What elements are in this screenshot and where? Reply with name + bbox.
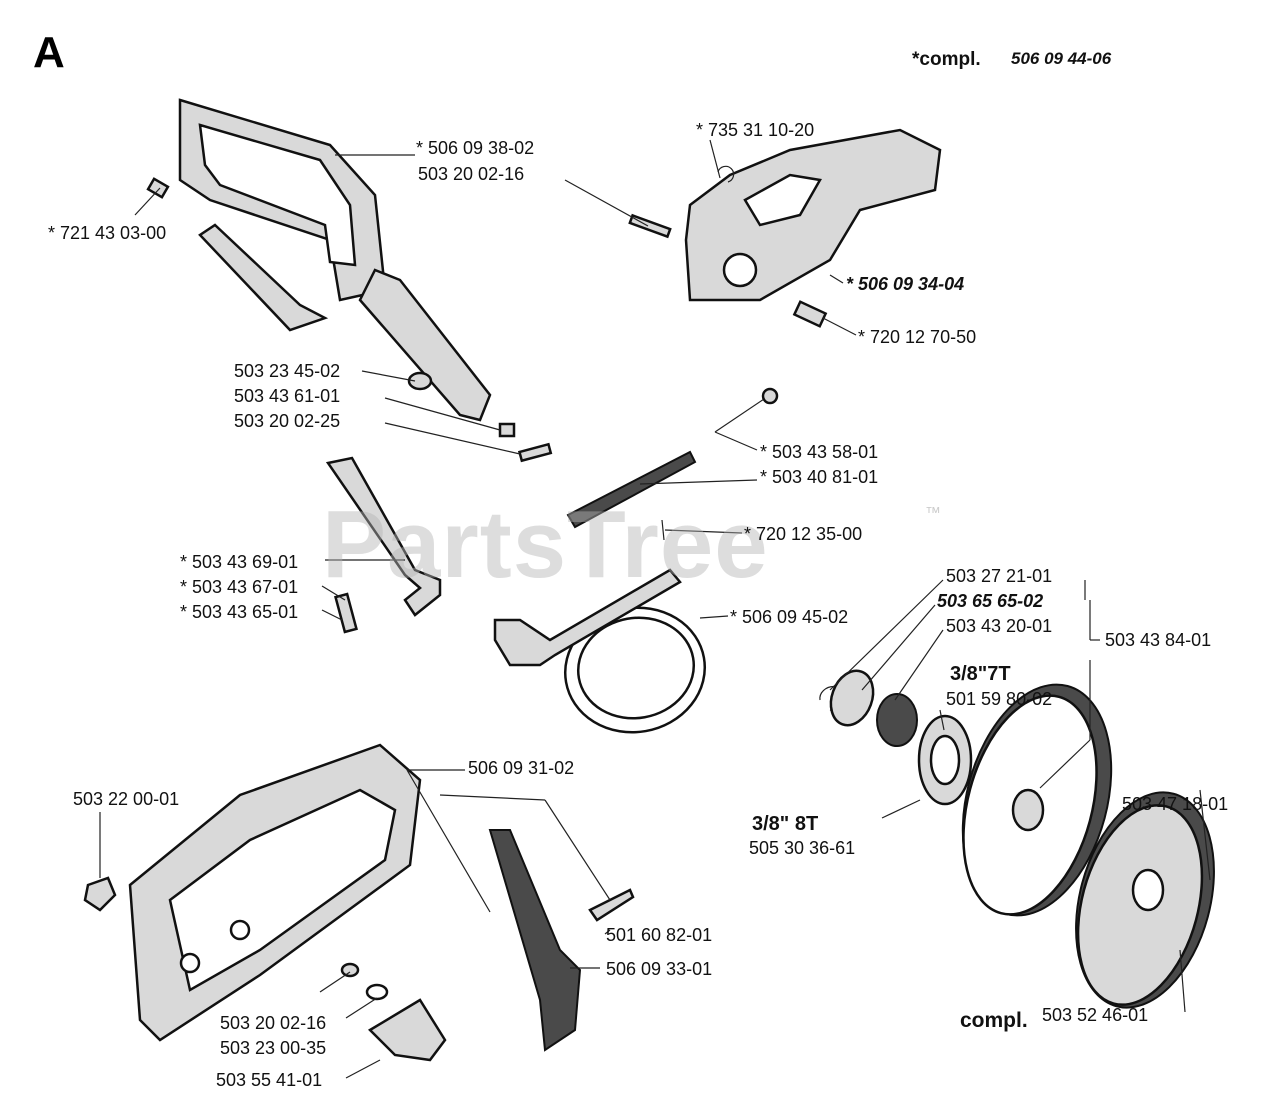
part-label: 503 55 41-01 (216, 1070, 323, 1090)
chain-guide-part (340, 829, 635, 1062)
header-assembly-number: 506 09 44-06 (1011, 49, 1112, 68)
part-label: * 506 09 38-02 (416, 138, 535, 158)
part-label: 503 23 45-02 (234, 361, 341, 381)
part-label: 503 47 18-01 (1122, 794, 1229, 814)
part-label: * 721 43 03-00 (48, 223, 167, 243)
brake-band-part (493, 568, 707, 734)
part-label: * 720 12 70-50 (858, 327, 977, 347)
part-label: 506 09 31-02 (468, 758, 575, 778)
brake-housing-part (628, 128, 942, 328)
part-label: * 720 12 35-00 (744, 524, 863, 544)
spring-pin-parts (566, 387, 779, 541)
sprocket-size-label: 3/8" 8T (752, 813, 819, 835)
part-label: 503 20 02-16 (220, 1013, 327, 1033)
hand-guard-part (146, 98, 492, 422)
part-label: 503 23 00-35 (220, 1038, 327, 1058)
section-letter: A (33, 28, 65, 77)
part-label: 501 59 80-02 (946, 689, 1053, 709)
part-label: * 503 43 69-01 (180, 552, 299, 572)
part-label: 503 22 00-01 (73, 789, 180, 809)
part-label: 505 30 36-61 (749, 838, 856, 858)
part-label: * 503 43 67-01 (180, 577, 299, 597)
part-label: 501 60 82-01 (606, 925, 713, 945)
complete-assembly-prefix: compl. (960, 1009, 1028, 1032)
part-label: 503 20 02-16 (418, 164, 525, 184)
clutch-cover-part (83, 743, 422, 1042)
part-label: 506 09 33-01 (606, 959, 713, 979)
header-prefix: *compl. (912, 49, 981, 70)
part-label: 503 20 02-25 (234, 411, 341, 431)
sprocket-size-label: 3/8"7T (950, 663, 1011, 685)
leader-lines (99, 139, 1211, 1079)
clutch-drum-part (961, 683, 1215, 1009)
part-label: * 503 43 65-01 (180, 602, 299, 622)
part-label: * 503 43 58-01 (760, 442, 879, 462)
trademark-symbol: ™ (925, 505, 941, 522)
part-label: * 506 09 34-04 (846, 274, 965, 294)
part-label: * 735 31 10-20 (696, 120, 815, 140)
watermark-text: PartsTree (322, 491, 769, 598)
part-label: 503 43 61-01 (234, 386, 341, 406)
brake-lever-part (325, 456, 442, 634)
part-label: 503 65 65-02 (937, 591, 1044, 611)
part-label: * 503 40 81-01 (760, 467, 879, 487)
part-label: * 506 09 45-02 (730, 607, 849, 627)
part-label: 503 43 84-01 (1105, 630, 1212, 650)
part-label: 503 43 20-01 (946, 616, 1053, 636)
part-label: 503 52 46-01 (1042, 1005, 1149, 1025)
part-label: 503 27 21-01 (946, 566, 1053, 586)
clutch-small-parts (819, 669, 973, 806)
